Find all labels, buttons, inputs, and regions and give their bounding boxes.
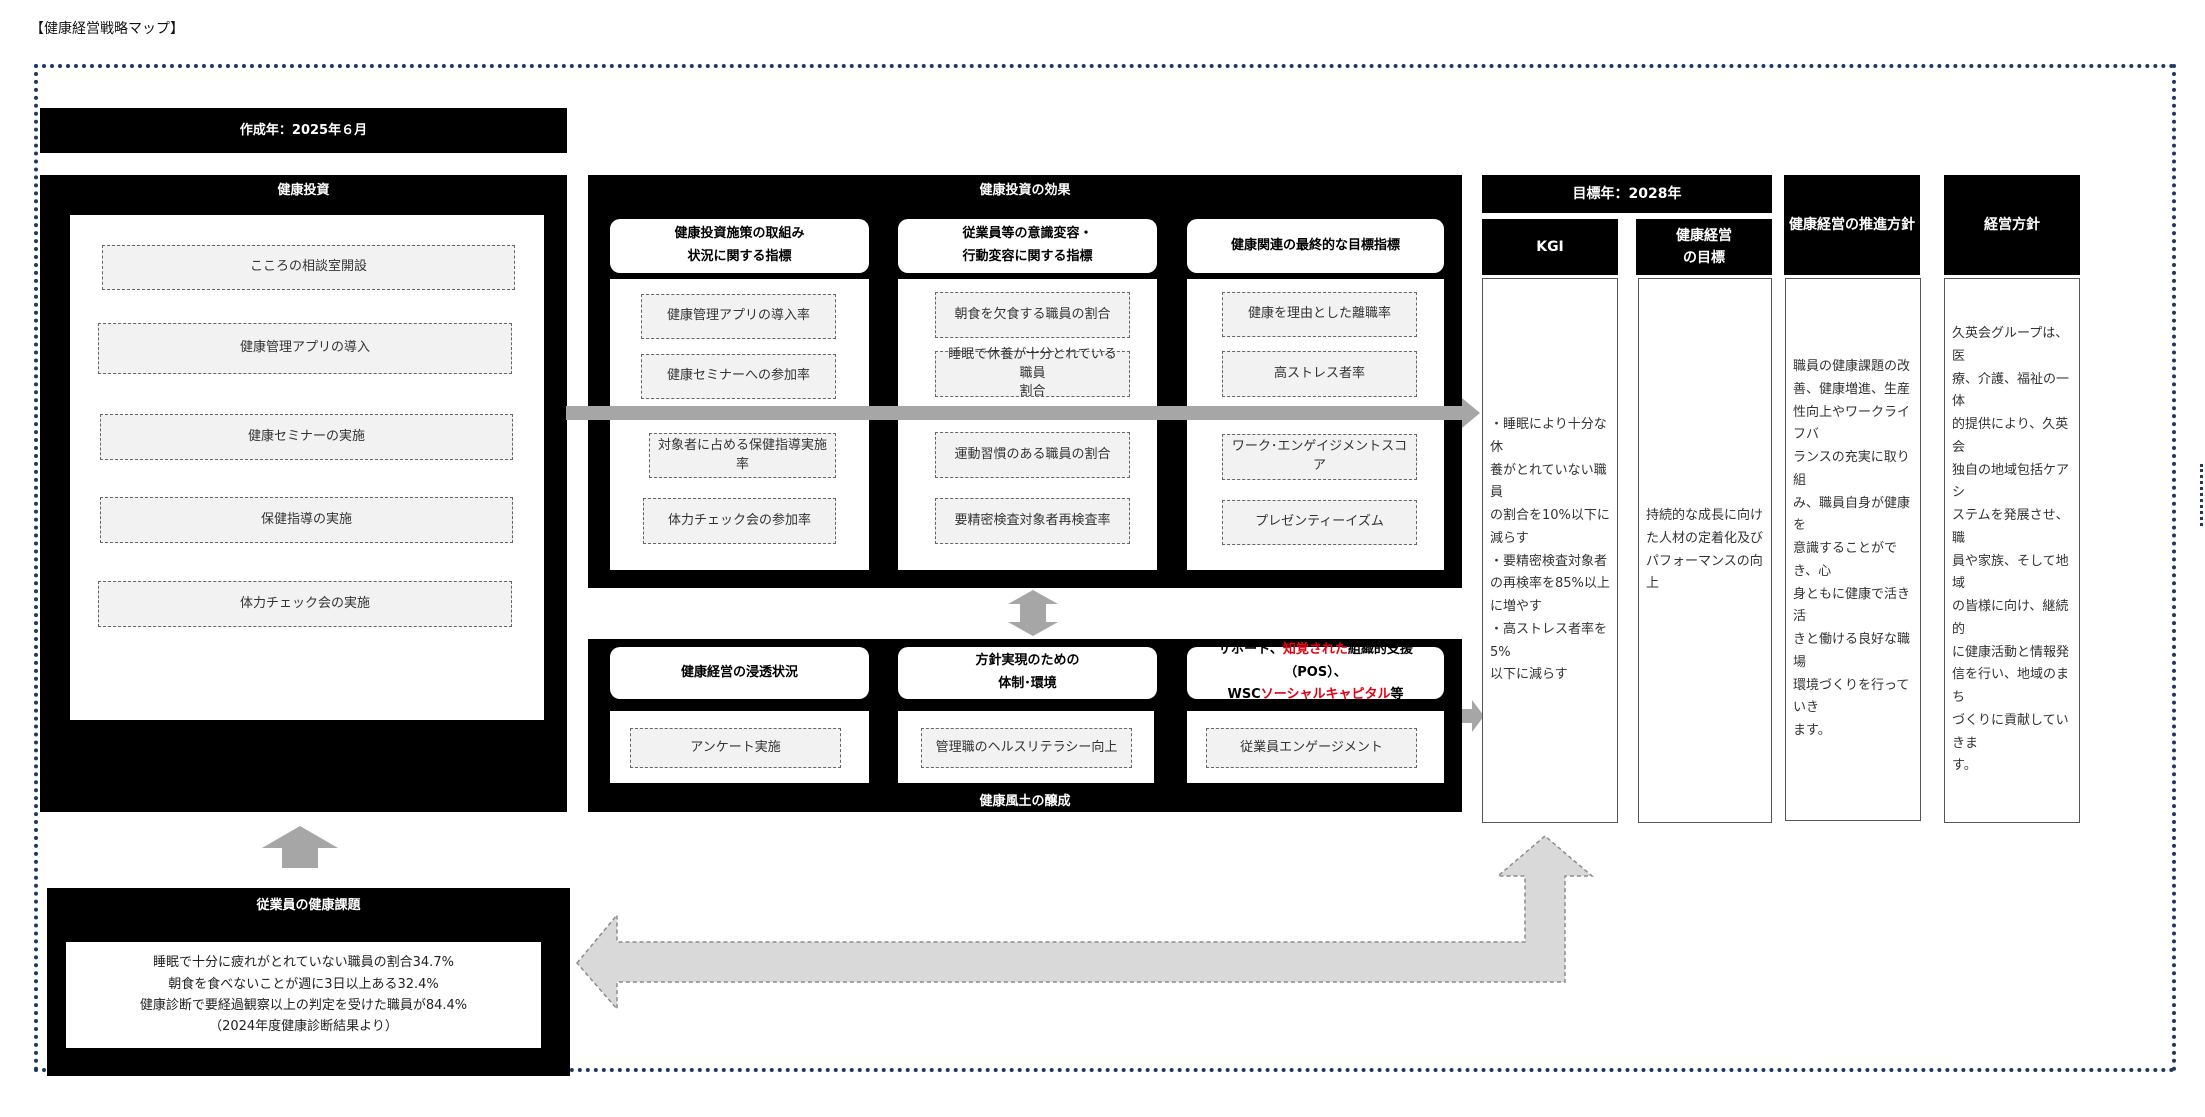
effects-col1-item-3: 対象者に占める保健指導実施率 <box>649 433 836 478</box>
effects-col1-item-4: 体力チェック会の参加率 <box>643 498 836 544</box>
effects-col3-item-1: 健康を理由とした離職率 <box>1222 292 1417 337</box>
issues-up-arrow <box>262 826 338 868</box>
issue-line-3: 健康診断で要経過観察以上の判定を受けた職員が84.4% <box>139 998 468 1013</box>
investment-list <box>70 215 544 720</box>
investment-item-1: こころの相談室開設 <box>102 245 515 290</box>
culture-col1-item: アンケート実施 <box>630 728 841 768</box>
culture-col3-header: サポート、知覚された組織的支援（POS）、WSCソーシャルキャピタル等 <box>1187 642 1444 702</box>
kgi-header: KGI <box>1482 219 1618 275</box>
effects-col3-item-3: ワーク･エンゲイジメントスコア <box>1222 434 1417 480</box>
effects-col2-header: 従業員等の意識変容・ 行動変容に関する指標 <box>898 219 1157 273</box>
effects-col3-item-2: 高ストレス者率 <box>1222 351 1417 397</box>
policy-text: 職員の健康課題の改 善、健康増進、生産 性向上やワークライフバ ランスの充実に取… <box>1785 278 1921 821</box>
culture-label: 健康風土の醸成 <box>979 794 1071 809</box>
effects-col2-item-2: 睡眠で休養が十分とれている職員 割合 <box>935 347 1130 399</box>
culture-col3-item: 従業員エンゲージメント <box>1206 728 1417 768</box>
investment-item-2: 健康管理アプリの導入 <box>98 323 512 374</box>
page-title: 【健康経営戦略マップ】 <box>30 21 184 37</box>
effects-col2-item-3: 運動習慣のある職員の割合 <box>935 432 1130 478</box>
culture-col3-header-text: サポート、知覚された組織的支援（POS）、WSCソーシャルキャピタル等 <box>1218 641 1413 703</box>
double-vertical-arrow <box>1008 590 1058 636</box>
culture-col2-header: 方針実現のための 体制･環境 <box>898 647 1157 699</box>
effects-col3-item-4: プレゼンティーイズム <box>1222 500 1417 545</box>
mgmt-header: 経営方針 <box>1944 175 2080 275</box>
issues-box: 睡眠で十分に疲れがとれていない職員の割合34.7% 朝食を食べないことが週に3日… <box>66 942 541 1048</box>
effects-col3-header: 健康関連の最終的な目標指標 <box>1187 219 1444 273</box>
feedback-bidirectional-arrow <box>576 835 1595 1012</box>
effects-label: 健康投資の効果 <box>979 183 1071 198</box>
effects-col2-item-4: 要精密検査対象者再検査率 <box>935 498 1130 544</box>
issues-label: 従業員の健康課題 <box>256 898 361 913</box>
goal-text: 持続的な成長に向け た人材の定着化及び パフォーマンスの向上 <box>1638 278 1772 823</box>
effects-col1-item-2: 健康セミナーへの参加率 <box>641 354 836 399</box>
culture-col1-header: 健康経営の浸透状況 <box>610 647 869 699</box>
issue-line-4: （2024年度健康診断結果より） <box>209 1019 398 1035</box>
target-year-label: 目標年：2028年 <box>1482 175 1772 213</box>
created-year-label: 作成年：2025年６月 <box>40 108 567 153</box>
investment-item-3: 健康セミナーの実施 <box>100 414 513 460</box>
goal-header: 健康経営 の目標 <box>1636 219 1772 275</box>
main-flow-arrow <box>566 398 1480 428</box>
policy-header: 健康経営の推進方針 <box>1784 175 1920 275</box>
frame-edge-mark <box>2200 464 2203 526</box>
issue-line-1: 睡眠で十分に疲れがとれていない職員の割合34.7% <box>153 955 454 971</box>
culture-col2-item: 管理職のヘルスリテラシー向上 <box>921 728 1132 768</box>
investment-item-5: 体力チェック会の実施 <box>98 581 512 627</box>
effects-col1-item-1: 健康管理アプリの導入率 <box>641 294 836 339</box>
issue-line-2: 朝食を食べないことが週に3日以上ある32.4% <box>168 976 439 992</box>
culture-to-kgi-arrow <box>1462 700 1484 732</box>
mgmt-text: 久英会グループは、医 療、介護、福祉の一体 的提供により、久英会 独自の地域包括… <box>1944 278 2080 823</box>
effects-col1-header: 健康投資施策の取組み 状況に関する指標 <box>610 219 869 273</box>
investment-label: 健康投資 <box>277 183 330 198</box>
effects-col2-item-1: 朝食を欠食する職員の割合 <box>935 292 1130 338</box>
investment-item-4: 保健指導の実施 <box>100 497 513 543</box>
outer-frame <box>34 64 2176 1072</box>
kgi-text: ・睡眠により十分な休 養がとれていない職員 の割合を10%以下に 減らす ・要精… <box>1482 278 1618 823</box>
